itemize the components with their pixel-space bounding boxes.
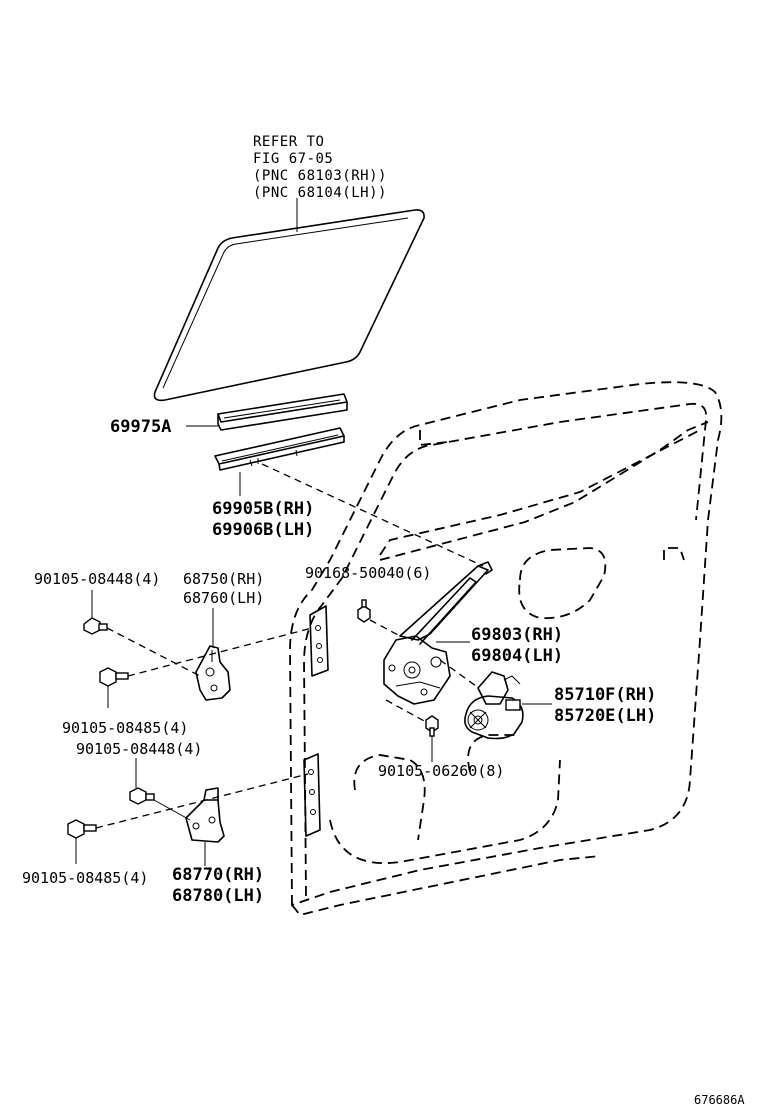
lower-hinge-bolt-short[interactable] (129, 787, 155, 805)
window-regulator[interactable] (383, 561, 493, 705)
upper-hinge-bolt-long[interactable] (99, 667, 129, 687)
lower-bolt-link (153, 799, 191, 821)
label-lower-hinge-rh[interactable]: 68770(RH) (172, 865, 264, 885)
refer-line-3: (PNC 68103(RH)) (253, 168, 387, 184)
label-belt-rh[interactable]: 69905B(RH) (212, 499, 314, 519)
belt-to-regulator-dash (261, 463, 484, 567)
refer-line-4: (PNC 68104(LH)) (253, 185, 387, 201)
regulator-bolt-dash-bottom (385, 699, 427, 723)
label-motor-lh[interactable]: 85720E(LH) (554, 706, 656, 726)
label-upper-bolt-2[interactable]: 90105-08485(4) (62, 719, 188, 737)
door-glass[interactable] (153, 209, 425, 402)
label-upper-hinge-rh[interactable]: 68750(RH) (183, 570, 264, 588)
lower-bolt-dash-2 (95, 773, 309, 829)
label-upper-hinge-lh[interactable]: 68760(LH) (183, 589, 264, 607)
window-regulator-motor[interactable] (464, 671, 524, 740)
label-motor-rh[interactable]: 85710F(RH) (554, 685, 656, 705)
regulator-bolt-dash-top (369, 619, 401, 637)
lower-door-hinge[interactable] (185, 787, 225, 843)
refer-line-1: REFER TO (253, 134, 324, 150)
figure-id: 676686A (694, 1093, 745, 1107)
upper-bolt-dash-2 (127, 627, 313, 677)
label-belt-lh[interactable]: 69906B(LH) (212, 520, 314, 540)
label-regulator-bolt-top[interactable]: 90168-50040(6) (305, 564, 431, 582)
run-channel-strip[interactable] (217, 393, 348, 431)
upper-door-hinge[interactable] (195, 645, 231, 701)
label-regulator-rh[interactable]: 69803(RH) (471, 625, 563, 645)
label-lower-bolt-1[interactable]: 90105-08448(4) (76, 740, 202, 758)
label-regulator-lh[interactable]: 69804(LH) (471, 646, 563, 666)
belt-weatherstrip[interactable] (214, 427, 345, 471)
refer-to-note: REFER TO FIG 67-05 (PNC 68103(RH)) (PNC … (253, 134, 387, 201)
regulator-bolt-bottom[interactable] (425, 715, 439, 737)
rear-door-frame (289, 381, 723, 917)
refer-line-2: FIG 67-05 (253, 151, 333, 167)
label-lower-hinge-lh[interactable]: 68780(LH) (172, 886, 264, 906)
regulator-bolt-top[interactable] (357, 599, 371, 623)
upper-hinge-bolt-short[interactable] (83, 617, 108, 635)
door-hinge-mounts (303, 605, 329, 837)
label-run-channel[interactable]: 69975A (110, 417, 171, 437)
label-upper-bolt-1[interactable]: 90105-08448(4) (34, 570, 160, 588)
lower-hinge-bolt-long[interactable] (67, 819, 97, 839)
label-regulator-bolt-bottom[interactable]: 90105-06260(8) (378, 762, 504, 780)
regulator-bolt-dash-mid (439, 659, 477, 687)
upper-bolt-dash-1 (106, 627, 201, 677)
label-lower-bolt-2[interactable]: 90105-08485(4) (22, 869, 148, 887)
